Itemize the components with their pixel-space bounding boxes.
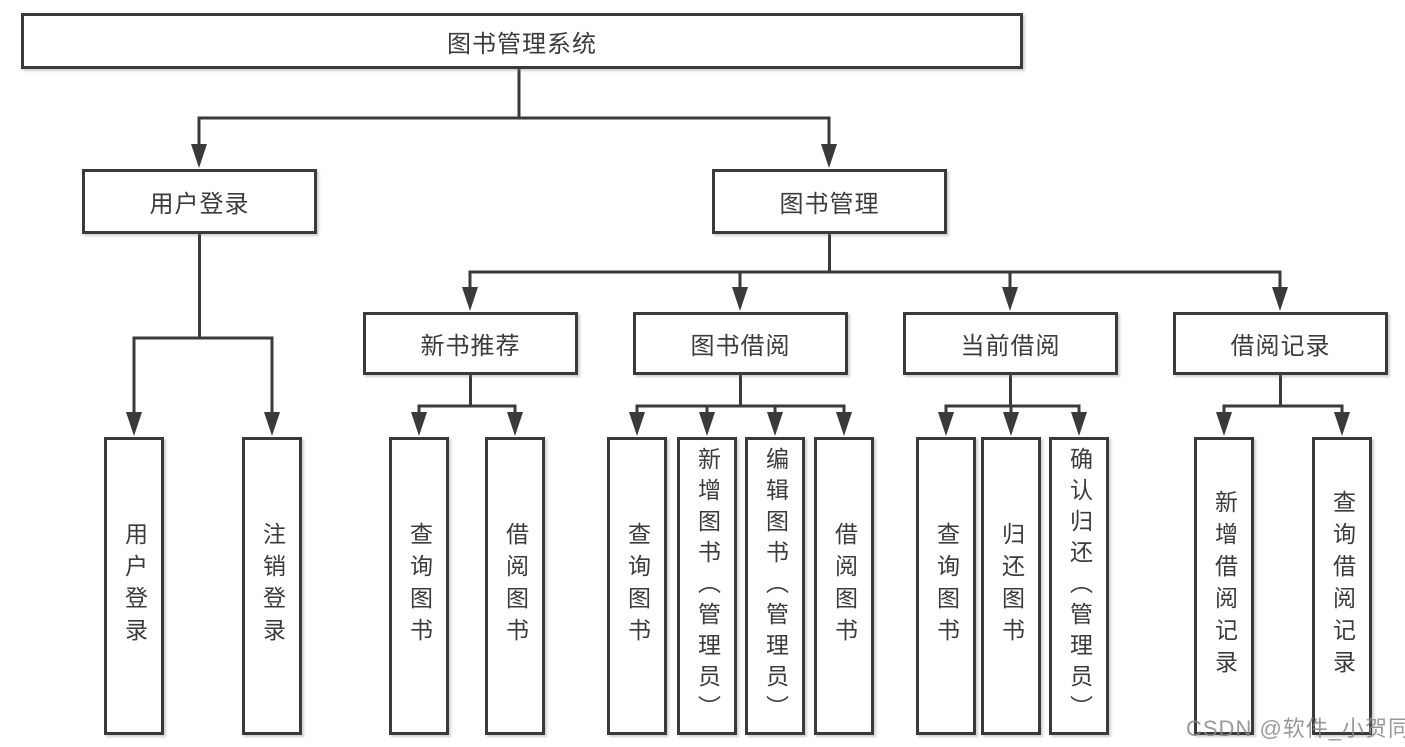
node-label: 用户登录 [149, 191, 250, 218]
leaf-label: 用户登录 [121, 522, 148, 650]
csdn-watermark: CSDN @软件_小贺同学 [1186, 716, 1405, 741]
leaf-query-books: 查询图书 [607, 437, 667, 735]
leaf-label: 新增借阅记录 [1211, 490, 1238, 682]
leaf-label: 查询图书 [933, 522, 960, 650]
node-user-login: 用户登录 [82, 169, 317, 234]
leaf-logout: 注销登录 [242, 437, 302, 735]
leaf-label: 借阅图书 [502, 522, 529, 650]
connector-borrow-records-to-leaves [1222, 375, 1344, 418]
connector-new-book-to-leaves [417, 375, 517, 418]
leaf-label: 确认归还（管理员） [1066, 447, 1093, 726]
node-label: 图书管理系统 [447, 30, 597, 58]
node-label: 图书借阅 [690, 333, 791, 360]
leaf-label: 归还图书 [998, 522, 1025, 650]
node-book-borrow: 图书借阅 [633, 312, 848, 375]
connector-user-login-to-leaves [132, 234, 274, 418]
leaf-return-books: 归还图书 [981, 437, 1041, 735]
leaf-label: 编辑图书（管理员） [762, 447, 789, 726]
leaf-add-borrow-record: 新增借阅记录 [1194, 437, 1254, 735]
leaf-label: 新增图书（管理员） [694, 447, 721, 726]
connector-root-to-level2 [197, 68, 831, 150]
leaf-label: 查询借阅记录 [1329, 490, 1356, 682]
leaf-label: 查询图书 [406, 522, 433, 650]
leaf-confirm-return-admin: 确认归还（管理员） [1049, 437, 1109, 735]
leaf-label: 借阅图书 [831, 522, 858, 650]
node-borrow-records: 借阅记录 [1173, 312, 1388, 375]
node-label: 借阅记录 [1230, 333, 1331, 360]
node-label: 图书管理 [779, 191, 880, 218]
leaf-query-borrow-record: 查询借阅记录 [1312, 437, 1372, 735]
node-label: 新书推荐 [420, 333, 521, 360]
node-label: 当前借阅 [960, 333, 1061, 360]
node-library-management-system: 图书管理系统 [21, 13, 1023, 69]
leaf-user-login: 用户登录 [104, 437, 164, 735]
leaf-borrow-books: 借阅图书 [814, 437, 874, 735]
leaf-query-books: 查询图书 [916, 437, 976, 735]
node-current-borrow: 当前借阅 [903, 312, 1118, 375]
leaf-edit-books-admin: 编辑图书（管理员） [745, 437, 805, 735]
connector-book-mgmt-to-level3 [468, 234, 1282, 291]
leaf-label: 查询图书 [624, 522, 651, 650]
connector-book-borrow-to-leaves [635, 375, 846, 418]
leaf-label: 注销登录 [259, 522, 286, 650]
node-book-management: 图书管理 [712, 169, 947, 234]
node-new-book-recommend: 新书推荐 [363, 312, 578, 375]
leaf-add-books-admin: 新增图书（管理员） [677, 437, 737, 735]
leaf-borrow-books: 借阅图书 [485, 437, 545, 735]
leaf-query-books: 查询图书 [389, 437, 449, 735]
connector-current-borrow-to-leaves [944, 375, 1081, 418]
